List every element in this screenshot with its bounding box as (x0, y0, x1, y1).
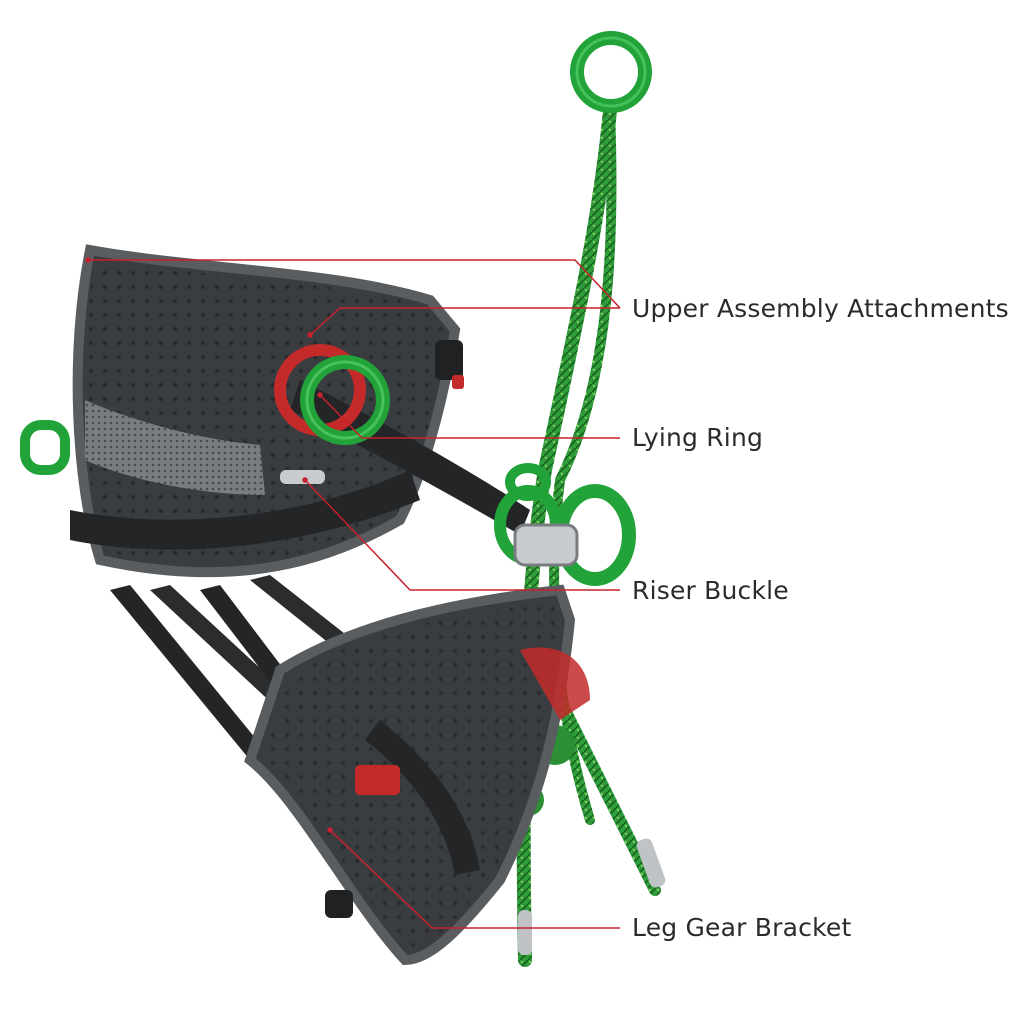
callout-lines (85, 257, 621, 929)
riser-buckle-plate (280, 470, 325, 484)
callout-label-lying-ring: Lying Ring (632, 423, 764, 452)
callout-line-lying-ring (319, 394, 620, 439)
callout-label-leg-gear-bracket: Leg Gear Bracket (632, 913, 852, 942)
callout-label-upper-assembly-attachments: Upper Assembly Attachments (632, 294, 1009, 323)
callout-line-riser-buckle (304, 479, 620, 591)
callout-label-riser-buckle: Riser Buckle (632, 576, 789, 605)
waist-buckle (435, 340, 463, 380)
rope-device (513, 523, 579, 567)
side-d-ring (20, 420, 70, 475)
lying-ring-assembly (274, 344, 390, 445)
top-green-ring (570, 31, 652, 113)
callout-line-upper-b (309, 307, 620, 336)
callout-line-upper-a (88, 259, 621, 309)
leg-buckle (355, 765, 400, 795)
bridge-rings (494, 463, 636, 586)
leg-pad (244, 584, 590, 966)
leg-gear-bracket-mount (325, 890, 353, 918)
waist-belt (70, 244, 530, 578)
callout-line-leg-gear (329, 829, 620, 929)
